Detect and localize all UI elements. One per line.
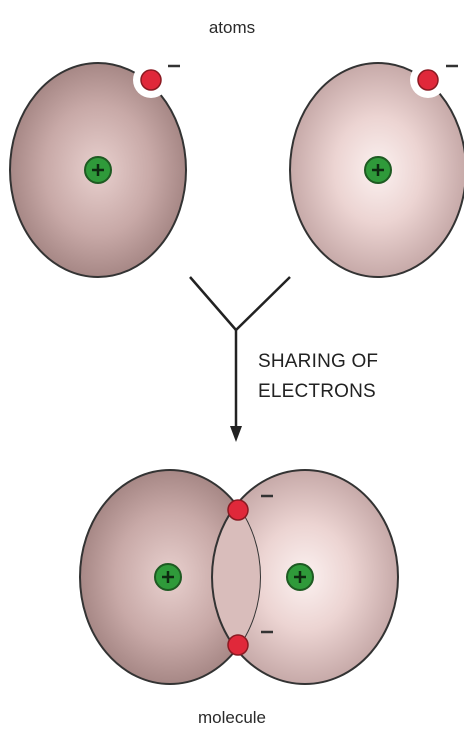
right-atom-electron (418, 70, 438, 90)
left-atom (10, 62, 186, 277)
shared-electron-bottom (228, 635, 248, 655)
arrow-right-branch (236, 277, 290, 330)
molecule (80, 470, 398, 684)
shared-electron-top (228, 500, 248, 520)
arrow-left-branch (190, 277, 236, 330)
right-atom (290, 62, 464, 277)
left-atom-electron (141, 70, 161, 90)
converging-arrow (190, 277, 290, 442)
arrow-head-icon (230, 426, 242, 442)
